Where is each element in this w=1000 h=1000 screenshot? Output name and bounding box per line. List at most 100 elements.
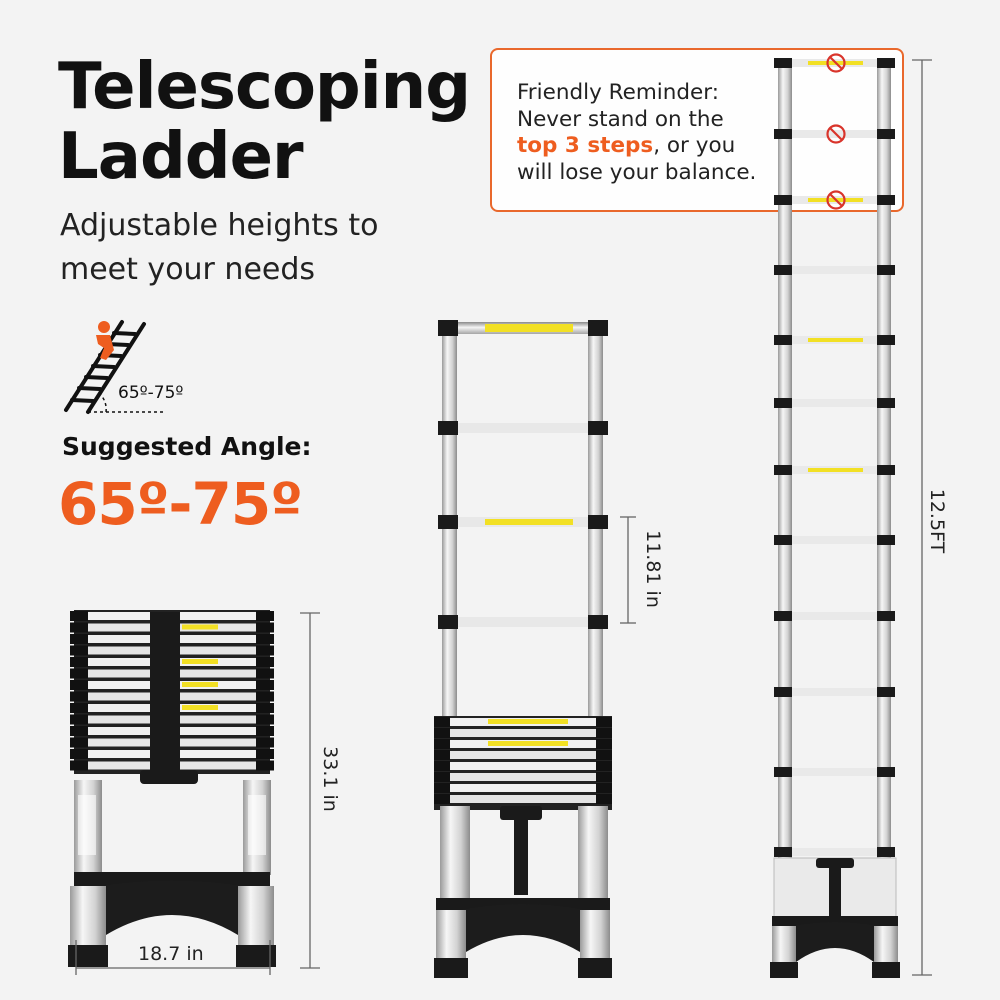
rung-end-cap <box>256 657 274 667</box>
warning-label <box>488 741 568 746</box>
rung-end-cap <box>256 680 274 690</box>
reminder-line-4: will lose your balance. <box>517 159 757 185</box>
rung-end-cap <box>596 783 612 793</box>
collapsed-width-label: 18.7 in <box>138 943 204 965</box>
climbing-person-icon <box>64 320 164 414</box>
angle-icon-label: 65º-75º <box>118 383 184 403</box>
reminder-line-3-rest: , or you <box>653 133 736 158</box>
rung-end-cap <box>596 761 612 771</box>
rung-end-cap <box>70 749 88 759</box>
ladder-rung <box>792 266 877 274</box>
rung-end-cap <box>434 772 450 782</box>
ladder-rung <box>457 423 588 433</box>
rung-end-cap <box>256 737 274 748</box>
reminder-highlight: top 3 steps <box>517 133 654 158</box>
stacked-rung <box>438 784 608 792</box>
rung-end-cap <box>70 611 88 621</box>
ladder-rung <box>792 536 877 544</box>
rung-end-cap <box>256 760 274 771</box>
rung-end-cap <box>256 703 274 713</box>
rung-end-cap <box>596 772 612 782</box>
ladder-rung <box>792 768 877 776</box>
rung-end-cap <box>434 750 450 760</box>
rung-end-cap <box>877 535 895 545</box>
reminder-line-1: Friendly Reminder: <box>517 80 719 105</box>
rung-end-cap <box>877 58 895 68</box>
rung-end-cap <box>774 611 792 621</box>
rung-end-cap <box>877 847 895 857</box>
rung-end-cap <box>596 750 612 760</box>
rung-end-cap <box>774 129 792 139</box>
rung-end-cap <box>774 58 792 68</box>
rung-end-cap <box>774 195 792 205</box>
rung-end-cap <box>256 749 274 759</box>
rung-end-cap <box>774 767 792 777</box>
rung-end-cap <box>70 668 88 679</box>
reminder-line-2: Never stand on the <box>517 106 724 132</box>
medium-steps <box>438 421 608 629</box>
rung-end-cap <box>70 691 88 702</box>
rung-end-cap <box>70 737 88 748</box>
rung-end-cap <box>70 726 88 736</box>
rung-end-cap <box>256 622 274 633</box>
ladder-rung <box>792 848 877 856</box>
page-title: Telescoping Ladder <box>58 52 478 192</box>
rung-end-cap <box>588 615 608 629</box>
rung-end-cap <box>256 691 274 702</box>
rung-end-cap <box>438 421 458 435</box>
rung-end-cap <box>877 687 895 697</box>
rung-end-cap <box>70 703 88 713</box>
warning-label <box>485 519 573 525</box>
rung-end-cap <box>70 760 88 771</box>
rung-end-cap <box>596 739 612 749</box>
warning-label <box>182 624 218 630</box>
stacked-rung <box>438 762 608 770</box>
rung-end-cap <box>70 634 88 644</box>
medium-ladder <box>434 320 612 978</box>
step-spacing-dimension-lines <box>620 516 636 624</box>
rung-end-cap <box>256 714 274 725</box>
rung-end-cap <box>774 847 792 857</box>
rung-end-cap <box>256 634 274 644</box>
rung-end-cap <box>774 335 792 345</box>
rung-end-cap <box>256 611 274 621</box>
rung-end-cap <box>588 515 608 529</box>
subtitle-line-1: Adjustable heights to <box>60 208 379 243</box>
stacked-rung <box>438 729 608 737</box>
rung-end-cap <box>256 726 274 736</box>
stacked-rung <box>438 773 608 781</box>
medium-collapsed-stack <box>434 717 612 804</box>
stacked-rung <box>438 795 608 803</box>
rung-end-cap <box>588 421 608 435</box>
warning-label <box>182 659 218 664</box>
rung-end-cap <box>434 761 450 771</box>
rung-end-cap <box>434 739 450 749</box>
warning-label <box>808 468 863 472</box>
ladder-rung <box>457 617 588 627</box>
full-ladder <box>770 53 900 978</box>
full-height-dimension-lines <box>912 59 932 976</box>
rung-end-cap <box>877 129 895 139</box>
reminder-line-3: top 3 steps, or you <box>517 133 756 160</box>
subtitle-line-2: meet your needs <box>60 252 316 287</box>
ladder-rung <box>792 399 877 407</box>
friendly-reminder-box: Friendly Reminder: Never stand on the to… <box>490 48 904 212</box>
rung-end-cap <box>434 717 450 727</box>
rung-end-cap <box>438 615 458 629</box>
rung-end-cap <box>70 680 88 690</box>
title-line-2: Ladder <box>58 120 304 194</box>
step-spacing-label: 11.81 in <box>642 530 664 608</box>
collapsed-dimension-lines <box>75 612 320 975</box>
rung-end-cap <box>596 728 612 738</box>
full-steps <box>774 58 895 857</box>
rung-end-cap <box>434 728 450 738</box>
full-height-label: 12.5FT <box>926 488 948 554</box>
rung-end-cap <box>70 622 88 633</box>
rung-end-cap <box>434 783 450 793</box>
suggested-angle-label: Suggested Angle: <box>62 432 312 461</box>
stacked-rung <box>438 751 608 759</box>
warning-label <box>182 705 218 710</box>
warning-label <box>182 682 218 687</box>
rung-end-cap <box>774 465 792 475</box>
